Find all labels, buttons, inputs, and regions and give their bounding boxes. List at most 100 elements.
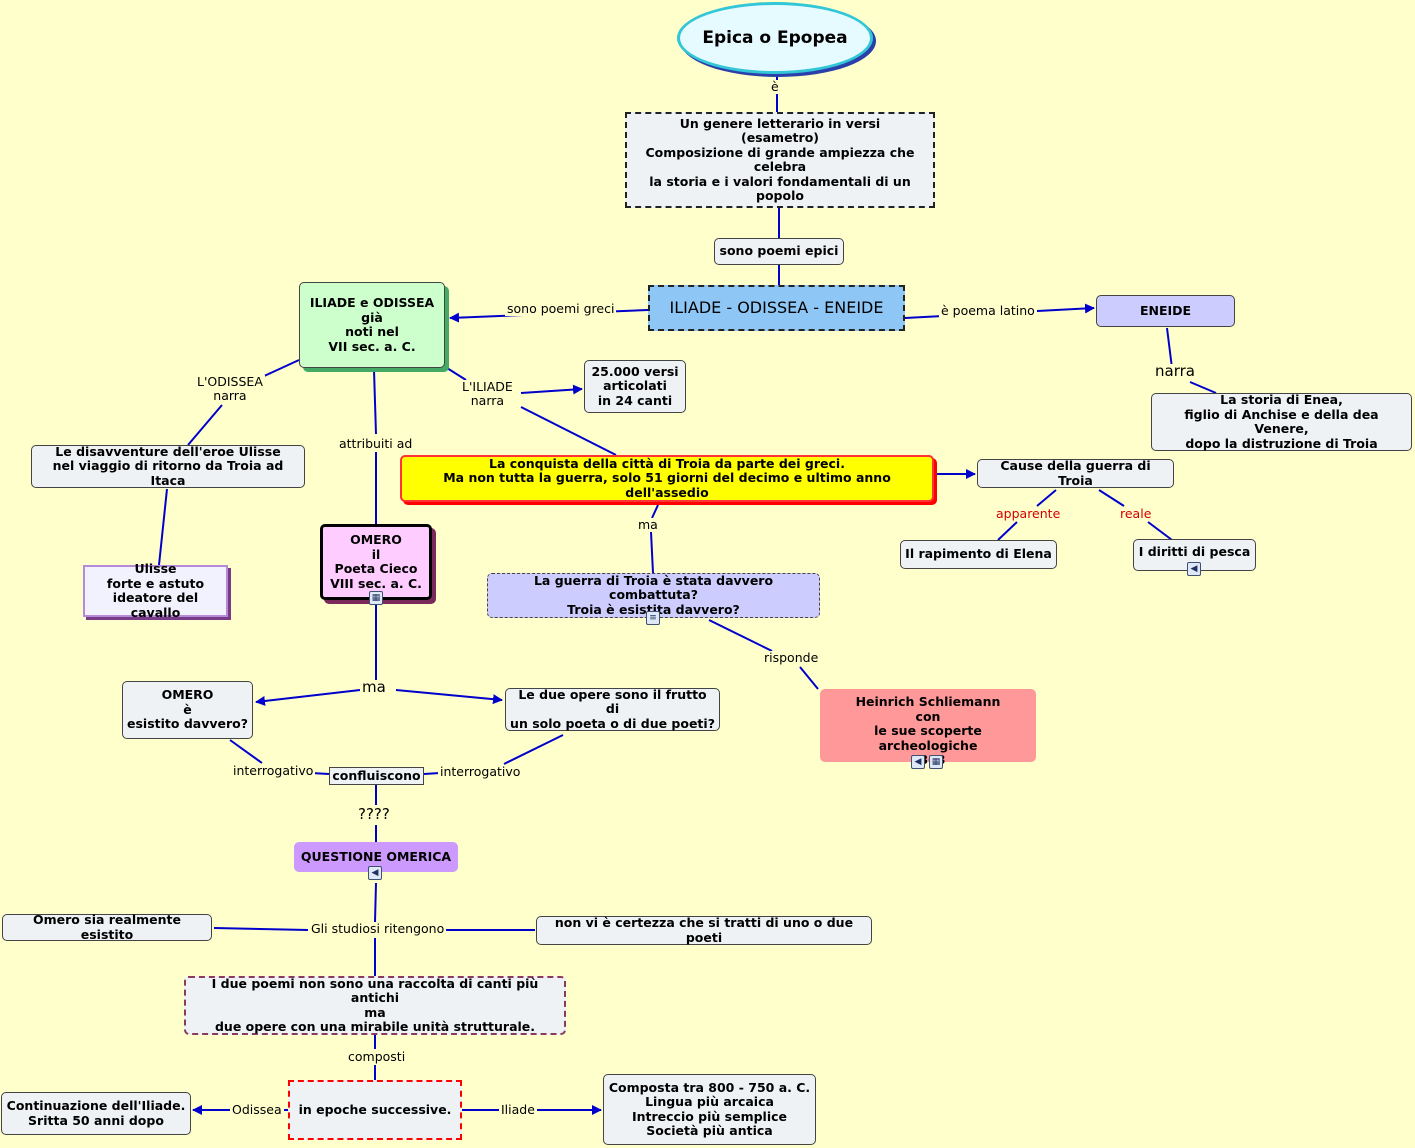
poems-text: ILIADE - ODISSEA - ENEIDE bbox=[669, 297, 884, 317]
omero-esistito-node[interactable]: OMERO è esistito davvero? bbox=[122, 681, 253, 739]
disavventure-node[interactable]: Le disavventure dell'eroe Ulisse nel via… bbox=[31, 443, 305, 488]
title-text: Epica o Epopea bbox=[702, 27, 848, 48]
speaker-icon[interactable]: ◀ bbox=[1187, 562, 1201, 576]
link-omeroesistito-interrogativo bbox=[229, 739, 263, 764]
poems-node[interactable]: ILIADE - ODISSEA - ENEIDE bbox=[648, 285, 905, 331]
speaker-icon[interactable]: ◀ bbox=[368, 866, 382, 880]
due-poemi-text: I due poemi non sono una raccolta di can… bbox=[211, 975, 539, 1034]
cause-text: Cause della guerra di Troia bbox=[1000, 458, 1151, 488]
link-ma-dueopere bbox=[395, 689, 503, 705]
link-disavventure-ulisse bbox=[158, 488, 168, 566]
link-dueopere-interrogativo bbox=[503, 734, 564, 765]
link-eneide-enea-2 bbox=[1189, 381, 1217, 394]
link-label-ma-omero: ma bbox=[360, 678, 388, 696]
link-eneide-enea bbox=[1166, 327, 1173, 369]
composta-node[interactable]: Composta tra 800 - 750 a. C. Lingua più … bbox=[603, 1074, 816, 1145]
link-lodissea-disavventure bbox=[187, 404, 223, 446]
link-label-studiosi: Gli studiosi ritengono bbox=[309, 921, 447, 936]
link-ma-guerra bbox=[650, 531, 654, 574]
link-label-risponde: risponde bbox=[762, 650, 821, 665]
epoche-node[interactable]: in epoche successive. bbox=[288, 1080, 462, 1140]
guerra-domanda-node[interactable]: La guerra di Troia è stata davvero comba… bbox=[487, 573, 820, 618]
link-label-ma: ma bbox=[636, 517, 660, 532]
confluiscono-node[interactable]: confluiscono bbox=[329, 767, 424, 785]
omero-node[interactable]: OMERO il Poeta Cieco VIII sec. a. C. bbox=[320, 524, 432, 600]
questione-node[interactable]: QUESTIONE OMERICA bbox=[294, 842, 458, 872]
link-liliade-conquista bbox=[520, 406, 617, 456]
ulisse-node[interactable]: Ulisse forte e astuto ideatore del caval… bbox=[83, 561, 228, 620]
link-label-composti: composti bbox=[346, 1049, 408, 1064]
link-conquista-ma bbox=[651, 504, 659, 519]
omero-esistito-risposta-node[interactable]: Omero sia realmente esistito bbox=[2, 912, 212, 942]
link-reale-pesca bbox=[1147, 521, 1173, 541]
due-opere-node[interactable]: Le due opere sono il frutto di un solo p… bbox=[505, 686, 720, 731]
image-icon[interactable]: ▦ bbox=[369, 591, 383, 605]
conquista-text: La conquista della città di Troia da par… bbox=[443, 455, 891, 500]
enea-node[interactable]: La storia di Enea, figlio di Anchise e d… bbox=[1151, 392, 1412, 451]
link-liliade-versi bbox=[520, 384, 583, 395]
epoche-text: in epoche successive. bbox=[298, 1101, 452, 1117]
link-label-question-marks: ???? bbox=[356, 805, 392, 823]
link-guerra-risponde bbox=[708, 619, 773, 652]
enea-text: La storia di Enea, figlio di Anchise e d… bbox=[1184, 392, 1379, 451]
link-cause-apparente bbox=[1036, 489, 1057, 507]
link-ma-omeroesistito bbox=[255, 689, 361, 706]
elena-node[interactable]: Il rapimento di Elena bbox=[900, 540, 1057, 569]
omero-esistito-text: OMERO è esistito davvero? bbox=[127, 687, 248, 732]
definition-text: Un genere letterario in versi (esametro)… bbox=[645, 115, 915, 203]
composta-text: Composta tra 800 - 750 a. C. Lingua più … bbox=[608, 1079, 811, 1138]
link-cause-reale bbox=[1098, 489, 1125, 507]
conquista-node[interactable]: La conquista della città di Troia da par… bbox=[400, 455, 934, 502]
link-label-reale: reale bbox=[1118, 506, 1154, 521]
title-node[interactable]: Epica o Epopea bbox=[677, 2, 873, 74]
due-poemi-node[interactable]: I due poemi non sono una raccolta di can… bbox=[184, 976, 566, 1035]
pesca-text: I diritti di pesca bbox=[1138, 544, 1251, 559]
eneide-text: ENEIDE bbox=[1139, 302, 1192, 318]
link-risponde-schliemann bbox=[799, 666, 819, 690]
versi-node[interactable]: 25.000 versi articolati in 24 canti bbox=[584, 360, 686, 413]
ulisse-text: Ulisse forte e astuto ideatore del caval… bbox=[106, 561, 205, 620]
poemi-epici-text: sono poemi epici bbox=[719, 243, 839, 259]
schliemann-node[interactable]: Heinrich Schliemann con le sue scoperte … bbox=[820, 689, 1036, 767]
non-certezza-text: non vi è certezza che si tratti di uno o… bbox=[554, 915, 854, 945]
link-label-narra: narra bbox=[1153, 362, 1197, 380]
link-label-interrogativo-right: interrogativo bbox=[438, 764, 523, 779]
versi-text: 25.000 versi articolati in 24 canti bbox=[591, 363, 679, 408]
cause-node[interactable]: Cause della guerra di Troia bbox=[977, 458, 1174, 488]
link-label-apparente: apparente bbox=[994, 506, 1063, 521]
confluiscono-text: confluiscono bbox=[332, 767, 421, 783]
link-io-liliade bbox=[446, 367, 467, 381]
poemi-epici-node[interactable]: sono poemi epici bbox=[714, 238, 844, 265]
document-icon[interactable]: ≡ bbox=[646, 611, 660, 625]
link-label-attribuiti-ad: attribuiti ad bbox=[337, 436, 415, 451]
omero-esistito-risposta-text: Omero sia realmente esistito bbox=[33, 912, 181, 942]
link-interrogativo2-confluiscono bbox=[423, 772, 441, 775]
link-io-omero bbox=[373, 369, 377, 435]
link-label-odissea: Odissea bbox=[230, 1102, 284, 1117]
definition-node[interactable]: Un genere letterario in versi (esametro)… bbox=[625, 112, 935, 208]
link-label-iliade: Iliade bbox=[499, 1102, 537, 1117]
schliemann-text: Heinrich Schliemann con le sue scoperte … bbox=[855, 694, 1001, 767]
elena-text: Il rapimento di Elena bbox=[905, 546, 1052, 562]
link-label-e: è bbox=[769, 79, 781, 94]
disavventure-text: Le disavventure dell'eroe Ulisse nel via… bbox=[52, 443, 284, 488]
non-certezza-node[interactable]: non vi è certezza che si tratti di uno o… bbox=[536, 915, 872, 945]
iliade-odissea-text: ILIADE e ODISSEA già noti nel VII sec. a… bbox=[309, 295, 435, 354]
due-opere-text: Le due opere sono il frutto di un solo p… bbox=[510, 686, 715, 731]
link-questione-studiosi bbox=[374, 882, 377, 923]
eneide-node[interactable]: ENEIDE bbox=[1096, 295, 1235, 327]
image-icon[interactable]: ▦ bbox=[929, 755, 943, 769]
continuazione-text: Continuazione dell'Iliade. Sritta 50 ann… bbox=[6, 1098, 186, 1128]
link-label-sono-poemi-greci: sono poemi greci bbox=[505, 301, 617, 316]
link-label-lodissea-narra: L'ODISSEA narra bbox=[195, 374, 265, 403]
link-label-liliade-narra: L'ILIADE narra bbox=[460, 379, 515, 408]
link-studiosi-omero bbox=[213, 927, 309, 931]
iliade-odissea-node[interactable]: ILIADE e ODISSEA già noti nel VII sec. a… bbox=[299, 282, 445, 368]
link-apparente-elena bbox=[997, 521, 1018, 541]
link-io-lodissea bbox=[261, 359, 300, 378]
continuazione-node[interactable]: Continuazione dell'Iliade. Sritta 50 ann… bbox=[1, 1092, 191, 1135]
questione-text: QUESTIONE OMERICA bbox=[300, 848, 452, 864]
speaker-icon[interactable]: ◀ bbox=[911, 755, 925, 769]
omero-text: OMERO il Poeta Cieco VIII sec. a. C. bbox=[330, 532, 422, 591]
